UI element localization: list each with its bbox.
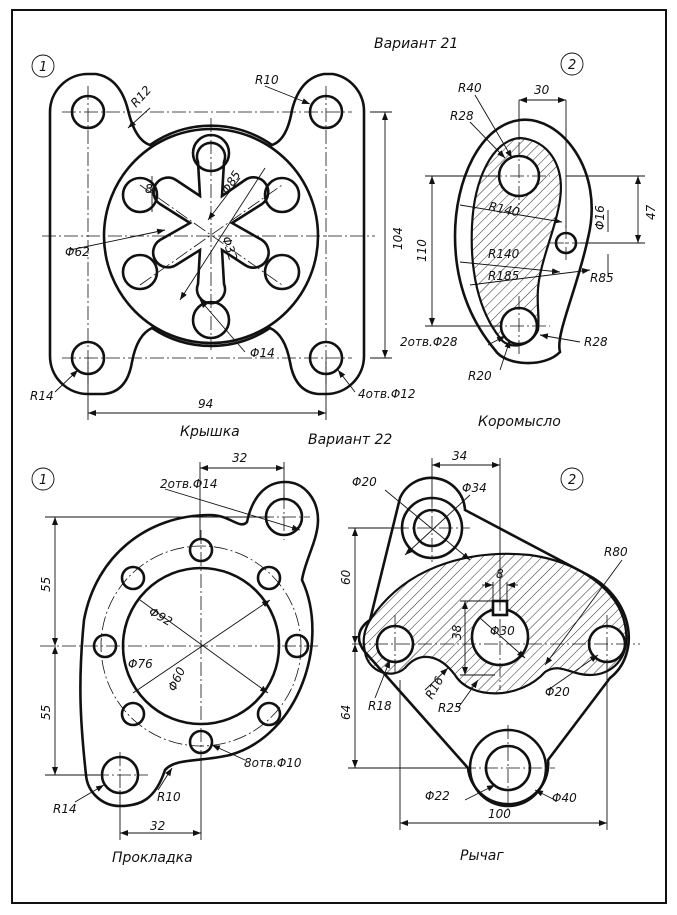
rychag-dim-r18: R18 bbox=[368, 699, 392, 713]
koromyslo-dim-r28-bottom: R28 bbox=[584, 335, 608, 349]
rychag-part: 2 bbox=[339, 449, 640, 864]
kryshka-outline bbox=[48, 72, 366, 396]
kryshka-dim-w8: 8 bbox=[145, 182, 153, 196]
prokladka-dim-r14: R14 bbox=[53, 802, 77, 816]
koromyslo-dim-r28-top: R28 bbox=[450, 109, 474, 123]
koromyslo-dim-30: 30 bbox=[534, 83, 550, 97]
prokladka-dim-55-top: 55 bbox=[39, 577, 53, 592]
rychag-dim-60: 60 bbox=[339, 569, 353, 585]
prokladka-dim-32-bottom: 32 bbox=[150, 819, 165, 833]
kryshka-dim-r12: R12 bbox=[128, 83, 154, 110]
rychag-dim-34: 34 bbox=[452, 449, 467, 463]
koromyslo-dim-r40: R40 bbox=[458, 81, 482, 95]
sheet-frame bbox=[11, 9, 667, 904]
rychag-dim-d30: Φ30 bbox=[490, 624, 515, 638]
rychag-dim-r16: R16 bbox=[422, 674, 446, 702]
prokladka-dim-d76: Φ76 bbox=[128, 657, 153, 671]
kryshka-part: 1 bbox=[30, 54, 416, 440]
rychag-dim-38: 38 bbox=[450, 624, 464, 640]
prokladka-dim-32-top: 32 bbox=[232, 451, 247, 465]
rychag-number-badge bbox=[560, 467, 584, 491]
rychag-title: Рычаг bbox=[460, 848, 504, 864]
prokladka-part: 1 bbox=[31, 451, 320, 866]
prokladka-number: 1 bbox=[39, 473, 47, 488]
koromyslo-part: 2 R40 30 R28 R140 Φ bbox=[400, 52, 658, 430]
prokladka-dim-r10: R10 bbox=[157, 790, 181, 804]
kryshka-number: 1 bbox=[39, 60, 47, 75]
rychag-number: 2 bbox=[568, 473, 576, 488]
variant-22-heading: Вариант 22 bbox=[308, 432, 392, 448]
prokladka-number-badge bbox=[31, 467, 55, 491]
variant-21-heading: Вариант 21 bbox=[374, 36, 458, 52]
koromyslo-dim-r140-a: R140 bbox=[487, 199, 521, 219]
koromyslo-dim-110: 110 bbox=[415, 239, 429, 262]
kryshka-number-badge bbox=[31, 54, 55, 78]
koromyslo-number: 2 bbox=[568, 58, 576, 73]
kryshka-dim-holes: 4отв.Φ12 bbox=[358, 387, 416, 401]
prokladka-dim-d92: Φ92 bbox=[147, 604, 175, 628]
kryshka-dim-r14: R14 bbox=[30, 389, 54, 403]
prokladka-dim-55-bottom: 55 bbox=[39, 705, 53, 720]
prokladka-dim-holes-2: 2отв.Φ14 bbox=[160, 477, 218, 491]
rychag-dim-d34: Φ34 bbox=[462, 481, 487, 495]
kryshka-dim-94: 94 bbox=[198, 397, 213, 411]
kryshka-corner-holes bbox=[70, 94, 344, 376]
koromyslo-outline bbox=[453, 118, 593, 365]
koromyslo-dim-47: 47 bbox=[644, 204, 658, 220]
kryshka-dim-104: 104 bbox=[391, 227, 405, 250]
kryshka-title: Крышка bbox=[180, 424, 240, 440]
rychag-dim-d40: Φ40 bbox=[552, 791, 577, 805]
kryshka-dim-d14: Φ14 bbox=[250, 346, 275, 360]
kryshka-dim-d62: Φ62 bbox=[65, 245, 90, 259]
koromyslo-dim-d16: Φ16 bbox=[593, 205, 607, 230]
koromyslo-title: Коромысло bbox=[478, 414, 561, 430]
prokladka-dim-holes-8: 8отв.Φ10 bbox=[244, 756, 302, 770]
rychag-dim-d20-top: Φ20 bbox=[352, 475, 377, 489]
rychag-dim-d22: Φ22 bbox=[425, 789, 450, 803]
koromyslo-dim-r20: R20 bbox=[468, 369, 492, 383]
koromyslo-dim-holes: 2отв.Φ28 bbox=[400, 335, 458, 349]
rychag-dim-64: 64 bbox=[339, 705, 353, 720]
rychag-dim-100: 100 bbox=[488, 807, 511, 821]
koromyslo-dim-r85: R85 bbox=[590, 271, 614, 285]
koromyslo-dim-r140-b: R140 bbox=[488, 247, 520, 261]
koromyslo-number-badge bbox=[560, 52, 584, 76]
koromyslo-dim-r185: R185 bbox=[488, 269, 519, 283]
rychag-dim-r80: R80 bbox=[604, 545, 628, 559]
rychag-dim-d20-right: Φ20 bbox=[545, 685, 570, 699]
rychag-dim-r25: R25 bbox=[438, 701, 462, 715]
kryshka-dim-r10: R10 bbox=[255, 73, 279, 87]
prokladka-outline bbox=[79, 480, 320, 808]
rychag-dim-8: 8 bbox=[496, 567, 504, 581]
prokladka-title: Прокладка bbox=[112, 850, 193, 866]
